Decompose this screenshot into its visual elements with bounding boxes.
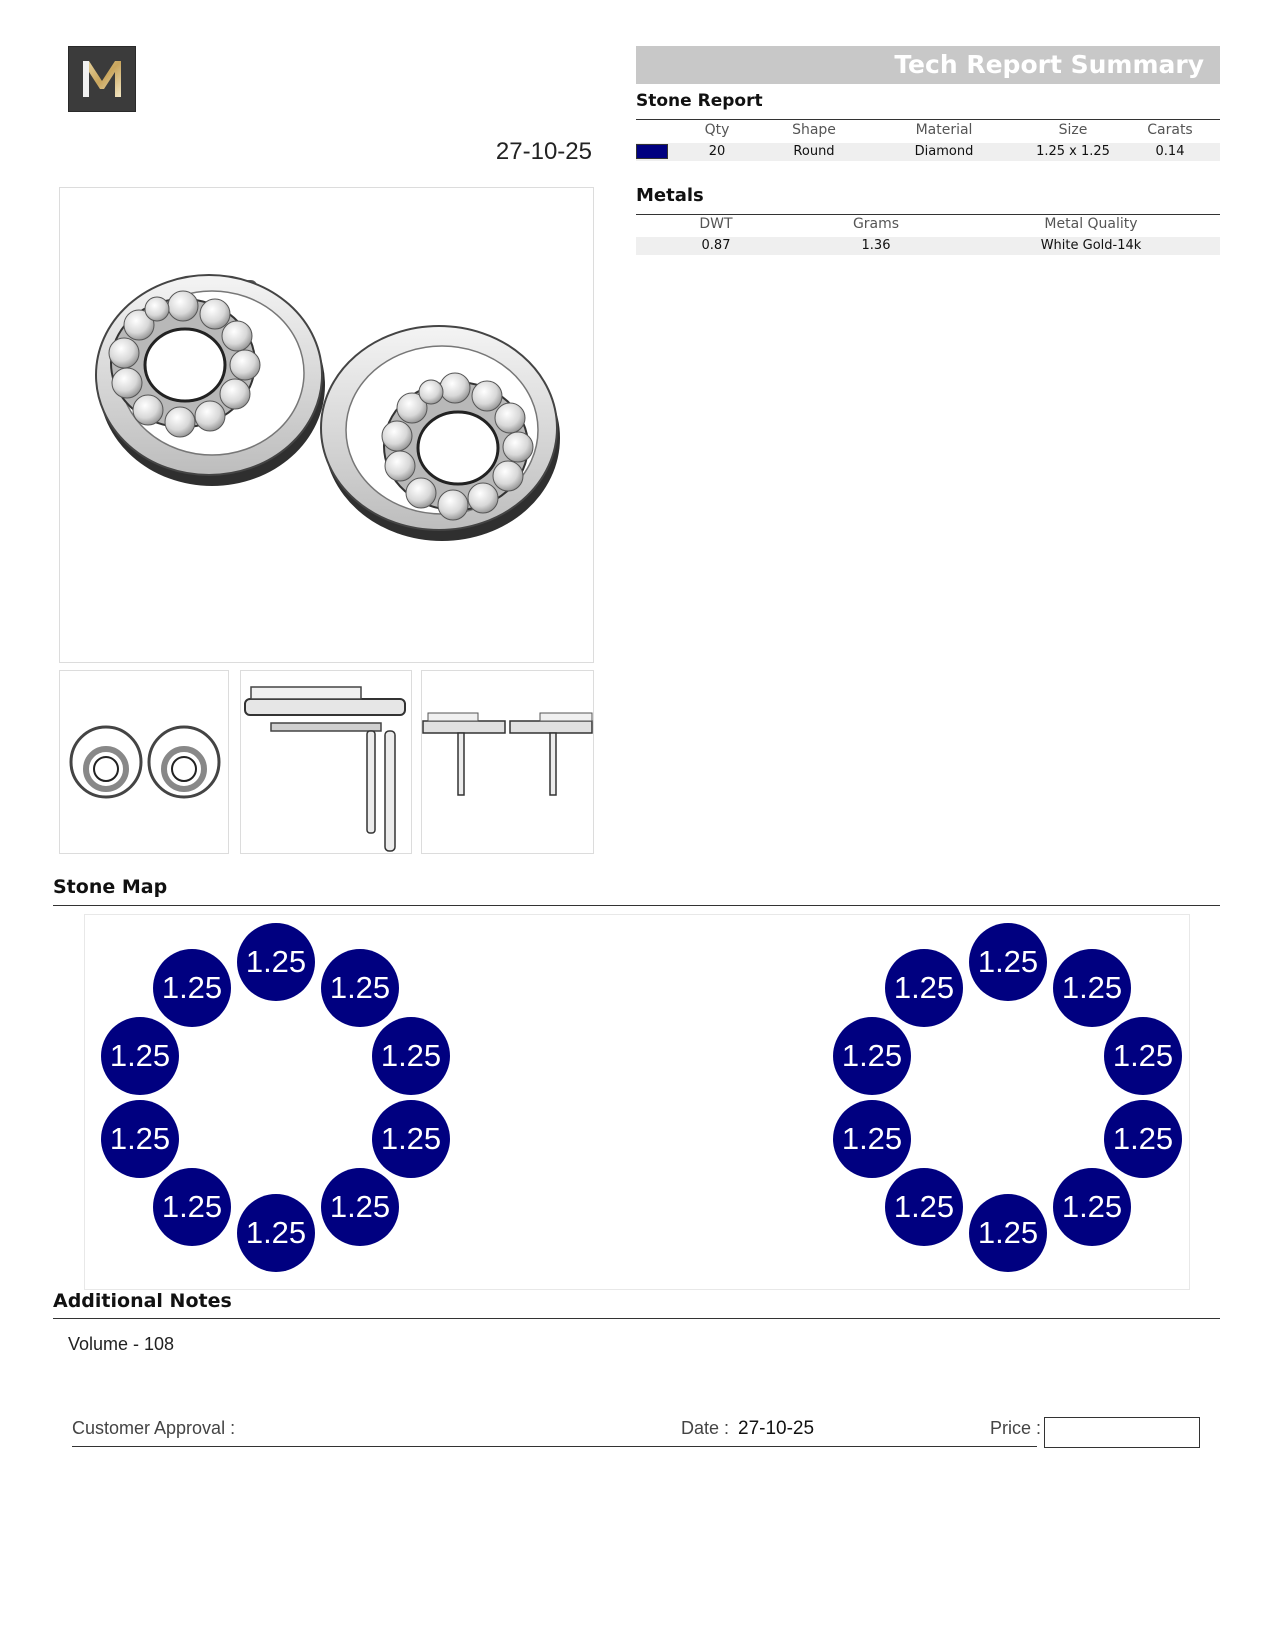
col-header-qty: Qty: [704, 122, 730, 138]
metals-title: Metals: [636, 185, 704, 206]
stone-report-divider: [636, 119, 1220, 120]
col-header-material: Material: [915, 122, 973, 138]
left-stone-5: 1.25: [372, 1017, 450, 1095]
metals-header-row: DWT Grams Metal Quality: [636, 216, 1220, 236]
report-date: 27-10-25: [495, 138, 592, 165]
stone-map-title: Stone Map: [53, 876, 168, 898]
stone-color-swatch: [636, 144, 668, 159]
customer-approval-label: Customer Approval :: [72, 1418, 236, 1438]
left-stone-7: 1.25: [372, 1100, 450, 1178]
report-title: Tech Report Summary: [894, 50, 1204, 79]
thumbnail-profile-render: [422, 712, 593, 796]
col-header-metal-quality: Metal Quality: [1044, 216, 1138, 232]
stone-carats: 0.14: [1155, 144, 1185, 159]
thumbnail-front-render: [69, 725, 221, 799]
right-stone-1: 1.25: [969, 923, 1047, 1001]
metals-divider: [636, 214, 1220, 215]
right-stone-6: 1.25: [833, 1100, 911, 1178]
left-stone-2: 1.25: [153, 949, 231, 1027]
right-stone-8: 1.25: [885, 1168, 963, 1246]
left-earring: [95, 274, 325, 486]
right-stone-7: 1.25: [1104, 1100, 1182, 1178]
right-stone-9: 1.25: [1053, 1168, 1131, 1246]
left-stone-3: 1.25: [321, 949, 399, 1027]
price-label: Price :: [990, 1418, 1042, 1438]
approval-signature-line: [72, 1446, 1037, 1447]
left-stone-10: 1.25: [237, 1194, 315, 1272]
price-field[interactable]: [1044, 1417, 1200, 1448]
right-stone-3: 1.25: [1053, 949, 1131, 1027]
right-earring: [320, 325, 560, 541]
stone-qty: 20: [708, 144, 726, 159]
left-stone-8: 1.25: [153, 1168, 231, 1246]
col-header-carats: Carats: [1147, 122, 1193, 138]
product-thumbnail-profile[interactable]: [421, 670, 594, 854]
stone-size: 1.25 x 1.25: [1036, 144, 1110, 159]
stone-report-header-row: Qty Shape Material Size Carats: [636, 122, 1220, 142]
col-header-shape: Shape: [792, 122, 836, 138]
product-thumbnail-front[interactable]: [59, 670, 229, 854]
thumbnail-side-render: [244, 686, 406, 852]
notes-divider: [53, 1318, 1220, 1319]
notes-text: Volume - 108: [68, 1334, 175, 1354]
metal-dwt: 0.87: [701, 238, 731, 253]
col-header-grams: Grams: [852, 216, 900, 232]
additional-notes-title: Additional Notes: [53, 1290, 232, 1312]
earring-pair-render: [95, 274, 560, 541]
metal-grams: 1.36: [861, 238, 891, 253]
right-stone-2: 1.25: [885, 949, 963, 1027]
metal-quality: White Gold-14k: [1040, 238, 1142, 253]
stone-report-title: Stone Report: [636, 91, 763, 111]
date-label: Date :: [681, 1418, 730, 1438]
stone-shape: Round: [793, 144, 835, 159]
date-value: 27-10-25: [738, 1418, 815, 1439]
right-stone-10: 1.25: [969, 1194, 1047, 1272]
right-stone-5: 1.25: [1104, 1017, 1182, 1095]
stone-map-divider: [53, 905, 1220, 906]
left-stone-6: 1.25: [101, 1100, 179, 1178]
product-main-view: [59, 187, 594, 663]
logo-mark-icon: [83, 61, 121, 97]
left-stone-9: 1.25: [321, 1168, 399, 1246]
right-stone-4: 1.25: [833, 1017, 911, 1095]
left-stone-1: 1.25: [237, 923, 315, 1001]
left-stone-4: 1.25: [101, 1017, 179, 1095]
stone-report-row: 20 Round Diamond 1.25 x 1.25 0.14: [636, 143, 1220, 161]
col-header-dwt: DWT: [699, 216, 733, 232]
col-header-size: Size: [1058, 122, 1088, 138]
stone-material: Diamond: [914, 144, 974, 159]
company-logo: [68, 46, 136, 112]
report-title-bar: Tech Report Summary: [636, 46, 1220, 84]
product-thumbnail-side[interactable]: [240, 670, 412, 854]
metals-row: 0.87 1.36 White Gold-14k: [636, 237, 1220, 255]
